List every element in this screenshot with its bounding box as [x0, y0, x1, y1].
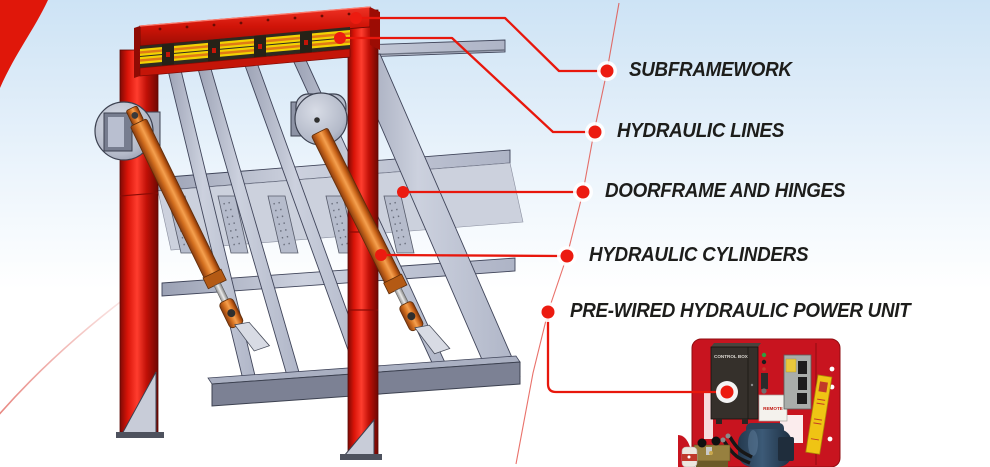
filter-canister	[681, 446, 698, 467]
anchor-dot-cylinders	[375, 249, 387, 261]
leader-lines	[338, 16, 723, 394]
leader-line-subframework	[354, 16, 603, 73]
anchor-dot-subframework	[350, 12, 362, 24]
callout-dot-cylinders	[560, 249, 574, 263]
callout-label-subframework: SUBFRAMEWORK	[629, 59, 792, 81]
cylinder-bracket	[234, 321, 271, 352]
callout-dots	[334, 12, 738, 403]
disconnect-switch	[783, 354, 812, 410]
remote-box: REMOTE	[758, 394, 788, 422]
subframework-beam	[134, 6, 380, 78]
callout-label-cylinders: HYDRAULIC CYLINDERS	[589, 244, 809, 266]
callout-dot-subframework	[600, 64, 614, 78]
callout-dot-power-unit	[541, 305, 555, 319]
gantry-foot-left	[116, 371, 164, 438]
leader-line-hydraulic-lines	[338, 36, 591, 134]
corner-swoosh	[0, 0, 48, 88]
panel-cutout	[704, 391, 713, 439]
cylinder-bracket	[414, 324, 451, 355]
indicator-lights	[761, 352, 768, 394]
hydraulic-cylinder-right	[311, 128, 451, 355]
hydraulic-hoses	[722, 436, 753, 465]
hinge-disc-middle	[290, 92, 348, 146]
leader-line-power-unit	[546, 314, 723, 394]
hydraulic-lines-channel	[139, 27, 351, 77]
power-unit: CONTROL BOX REMOTE	[678, 338, 841, 467]
anchor-dot-power-unit	[720, 385, 734, 399]
callout-label-hydraulic-lines: HYDRAULIC LINES	[617, 120, 785, 142]
warning-sticker	[805, 374, 833, 455]
callout-dot-doorframe	[576, 185, 590, 199]
anchor-dot-doorframe	[397, 186, 409, 198]
anchor-dot-hydraulic-lines	[334, 32, 346, 44]
gantry-foot-right	[340, 418, 382, 460]
control-box-label: CONTROL BOX	[714, 354, 749, 359]
callout-connector-line	[515, 2, 620, 465]
callout-label-doorframe: DOORFRAME AND HINGES	[605, 180, 846, 202]
beam-bolts	[158, 12, 351, 31]
remote-label: REMOTE	[763, 406, 783, 411]
control-box: CONTROL BOX	[710, 343, 761, 424]
leader-line-cylinders	[379, 253, 563, 258]
callout-dot-hydraulic-lines	[588, 125, 602, 139]
callout-label-power-unit: PRE-WIRED HYDRAULIC POWER UNIT	[570, 300, 911, 322]
hydraulic-cylinder-left	[126, 105, 271, 352]
